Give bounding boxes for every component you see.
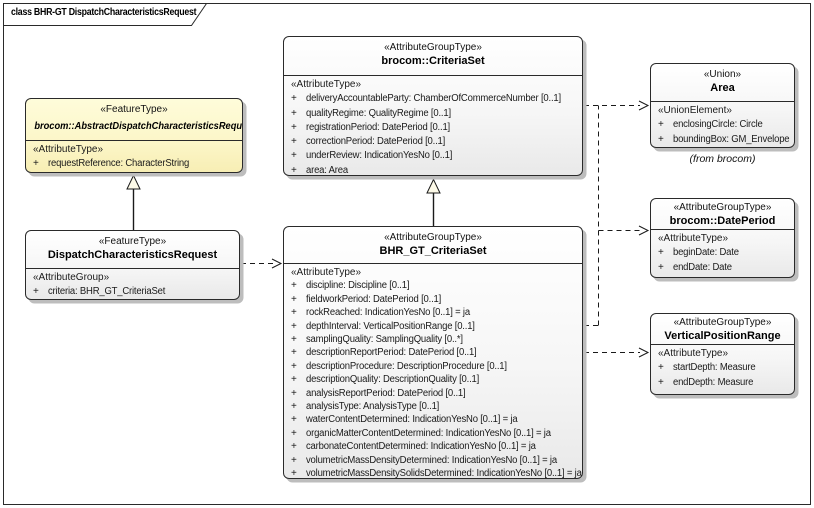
class-box-brocom-dateperiod[interactable]: «AttributeGroupType» brocom::DatePeriod … <box>650 198 795 278</box>
attribute-list: +startDepth: Measure +endDepth: Measure <box>658 361 792 390</box>
compartment-stereotype: «AttributeType» <box>658 348 729 359</box>
attribute-row: +beginDate: Date <box>658 247 739 259</box>
attribute-row: +enclosingCircle: Circle <box>658 119 763 131</box>
class-box-brocom-criteriaset[interactable]: «AttributeGroupType» brocom::CriteriaSet… <box>283 36 583 176</box>
generalization-bhrgt-to-criteriaset <box>426 178 441 226</box>
attribute-row: +qualityRegime: QualityRegime [0..1] <box>291 107 451 119</box>
stereotype-label: «AttributeGroupType» <box>673 202 772 213</box>
attribute-row: +analysisReportPeriod: DatePeriod [0..1] <box>291 387 466 399</box>
compartment-stereotype: «AttributeType» <box>33 144 104 155</box>
dependency-to-dateperiod <box>598 225 650 236</box>
attribute-row: +descriptionReportPeriod: DatePeriod [0.… <box>291 347 477 359</box>
attribute-row: +boundingBox: GM_Envelope <box>658 133 790 145</box>
class-name: Area <box>710 82 735 94</box>
attribute-row: +endDepth: Measure <box>658 376 754 388</box>
attribute-row: +deliveryAccountableParty: ChamberOfComm… <box>291 93 561 105</box>
attribute-row: +volumetricMassDensityDetermined: Indica… <box>291 454 557 466</box>
attribute-row: +descriptionQuality: DescriptionQuality … <box>291 374 480 386</box>
attribute-row: +criteria: BHR_GT_CriteriaSet <box>33 286 166 298</box>
stereotype-label: «AttributeGroupType» <box>673 317 772 328</box>
compartment-stereotype: «AttributeGroup» <box>33 272 110 283</box>
compartment-stereotype: «AttributeType» <box>291 267 362 278</box>
attribute-list: +deliveryAccountableParty: ChamberOfComm… <box>291 92 580 175</box>
class-box-bhr-gt-criteriaset[interactable]: «AttributeGroupType» BHR_GT_CriteriaSet … <box>283 226 583 479</box>
dependency-criteriaset-to-area <box>584 100 650 111</box>
dependency-bhrgt-to-verticalpositionrange <box>584 347 650 358</box>
diagram-title: class BHR-GT DispatchCharacteristicsRequ… <box>11 7 197 18</box>
class-name: brocom::CriteriaSet <box>381 55 485 67</box>
class-box-abstract-dispatch-characteristics-request[interactable]: «FeatureType» brocom::AbstractDispatchCh… <box>25 98 243 173</box>
attribute-row: +samplingQuality: SamplingQuality [0..*] <box>291 334 463 346</box>
class-box-area-union[interactable]: «Union» Area «UnionElement» +enclosingCi… <box>650 63 795 148</box>
from-package-note: (from brocom) <box>689 153 756 165</box>
stereotype-label: «FeatureType» <box>100 104 168 115</box>
attribute-row: +area: Area <box>291 164 348 175</box>
attribute-row: +depthInterval: VerticalPositionRange [0… <box>291 320 475 332</box>
attribute-row: +descriptionProcedure: DescriptionProced… <box>291 360 507 372</box>
attribute-row: +organicMatterContentDetermined: Indicat… <box>291 427 551 439</box>
compartment-stereotype: «AttributeType» <box>658 233 729 244</box>
attribute-row: +discipline: Discipline [0..1] <box>291 280 410 292</box>
dependency-bhrgt-trunk <box>584 105 599 326</box>
compartment-stereotype: «UnionElement» <box>658 105 732 116</box>
attribute-list: +requestReference: CharacterString <box>33 157 240 171</box>
attribute-row: +startDepth: Measure <box>658 362 756 374</box>
attribute-row: +underReview: IndicationYesNo [0..1] <box>291 150 453 162</box>
attribute-list: +beginDate: Date +endDate: Date <box>658 246 792 275</box>
attribute-row: +registrationPeriod: DatePeriod [0..1] <box>291 121 450 133</box>
attribute-list: +discipline: Discipline [0..1]+fieldwork… <box>291 279 582 478</box>
stereotype-label: «AttributeGroupType» <box>384 232 482 243</box>
class-name: brocom::DatePeriod <box>669 215 776 227</box>
attribute-list: +enclosingCircle: Circle +boundingBox: GM… <box>658 118 792 147</box>
attribute-row: +carbonateContentDetermined: IndicationY… <box>291 441 536 453</box>
class-box-dispatch-characteristics-request[interactable]: «FeatureType» DispatchCharacteristicsReq… <box>25 230 240 300</box>
stereotype-label: «Union» <box>703 69 742 80</box>
stereotype-label: «FeatureType» <box>98 236 167 247</box>
class-name: DispatchCharacteristicsRequest <box>47 249 218 261</box>
attribute-row: +requestReference: CharacterString <box>33 158 190 170</box>
class-box-verticalpositionrange[interactable]: «AttributeGroupType» VerticalPositionRan… <box>650 313 795 395</box>
dependency-request-to-bhrgt-criteriaset <box>241 258 283 269</box>
class-name: brocom::AbstractDispatchCharacteristicsR… <box>34 121 242 132</box>
attribute-row: +analysisType: AnalysisType [0..1] <box>291 401 440 413</box>
class-name: VerticalPositionRange <box>664 330 781 342</box>
attribute-row: +waterContentDetermined: IndicationYesNo… <box>291 414 518 426</box>
attribute-row: +volumetricMassDensitySolidsDetermined: … <box>291 468 582 478</box>
attribute-list: +criteria: BHR_GT_CriteriaSet <box>33 285 237 299</box>
stereotype-label: «AttributeGroupType» <box>384 42 482 53</box>
attribute-row: +rockReached: IndicationYesNo [0..1] = j… <box>291 307 470 319</box>
attribute-row: +fieldworkPeriod: DatePeriod [0..1] <box>291 293 442 305</box>
compartment-stereotype: «AttributeType» <box>291 79 362 90</box>
attribute-row: +correctionPeriod: DatePeriod [0..1] <box>291 136 446 148</box>
generalization-dispatch-to-abstract <box>126 174 141 230</box>
class-name: BHR_GT_CriteriaSet <box>379 245 487 257</box>
attribute-row: +endDate: Date <box>658 261 732 273</box>
